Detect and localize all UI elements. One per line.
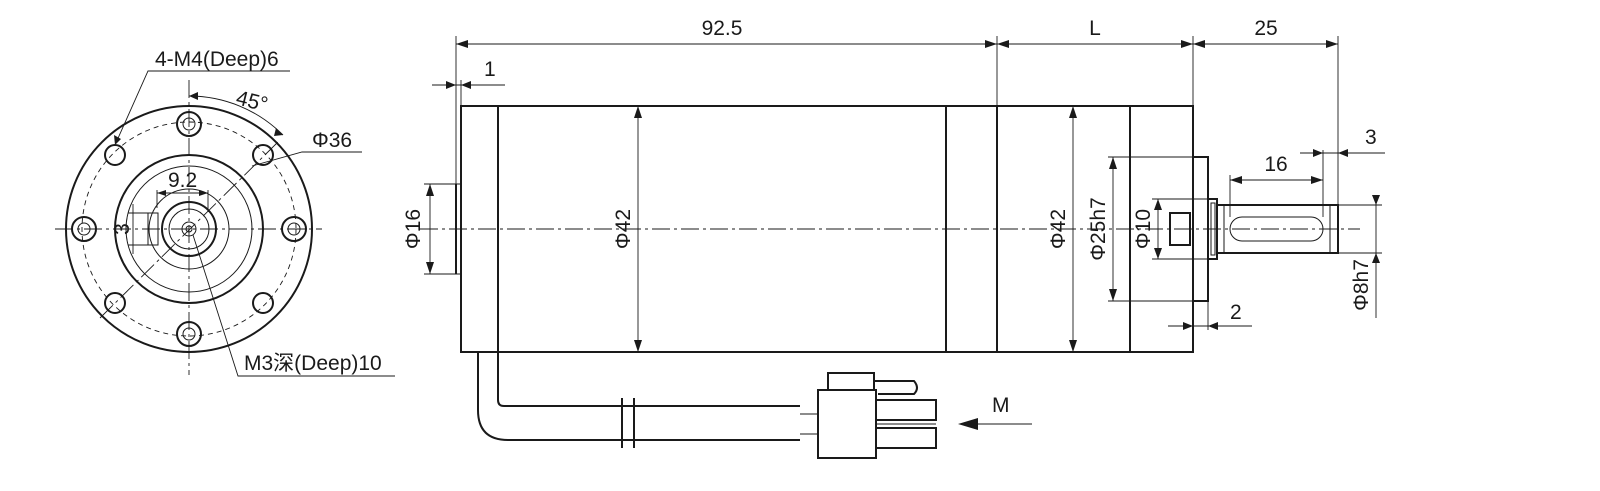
center-hole-core [185,225,193,233]
connector [817,372,937,459]
angle-arc [188,95,284,136]
shaft-key-label: 3 [111,223,134,235]
m4-holes [104,144,274,314]
dim-key-len: 16 [1264,153,1287,176]
pilot-circle [114,154,264,304]
pcd-label: Φ36 [312,129,352,152]
connector-label: M [992,394,1010,417]
front-diagonal-centerline [99,139,281,319]
shaft-circle [161,201,217,257]
collar-ring [1210,202,1216,256]
dim-gearbox: L [1089,17,1101,40]
dim-collar: Φ10 [1132,209,1155,249]
collar-key [1169,212,1191,246]
bolt-circle [81,121,297,337]
dim-pilot-len: 2 [1230,301,1242,324]
flange-outline [65,105,313,353]
center-hole [181,221,197,237]
cable [477,352,818,448]
boss-circle [125,165,253,293]
dim-total: 92.5 [702,17,743,40]
dim-gear-dia: Φ42 [1047,209,1070,249]
angle-label: 45° [234,87,270,117]
output-shaft [1216,204,1339,254]
dim-motor-dia: Φ42 [612,209,635,249]
dim-rear-boss: Φ16 [402,209,425,249]
center-hole-leader [192,234,395,377]
side-view: M 92.5 L 25 1 Φ16 [402,17,1385,459]
front-view: 45° 4-M4(Deep)6 Φ36 9.2 3 M3深(Deep)10 [55,48,395,377]
pcd-leader [251,151,362,167]
dim-shaft: 25 [1254,17,1277,40]
center-hole-label: M3深(Deep)10 [244,352,382,375]
shaft-inner-circle [168,208,210,250]
dim-shaft-dia-text: Φ8h7 [1350,259,1373,311]
dim-rear-step: 1 [484,58,496,81]
outer-bolt-holes [71,111,307,347]
shaft-key-slot [1229,216,1324,242]
hole-label: 4-M4(Deep)6 [155,48,279,71]
hole-label-leader [114,70,290,146]
dim-pilot: Φ25h7 [1087,197,1110,260]
dim-key-end: 3 [1365,126,1377,149]
shaft-offset-label: 9.2 [168,169,197,192]
